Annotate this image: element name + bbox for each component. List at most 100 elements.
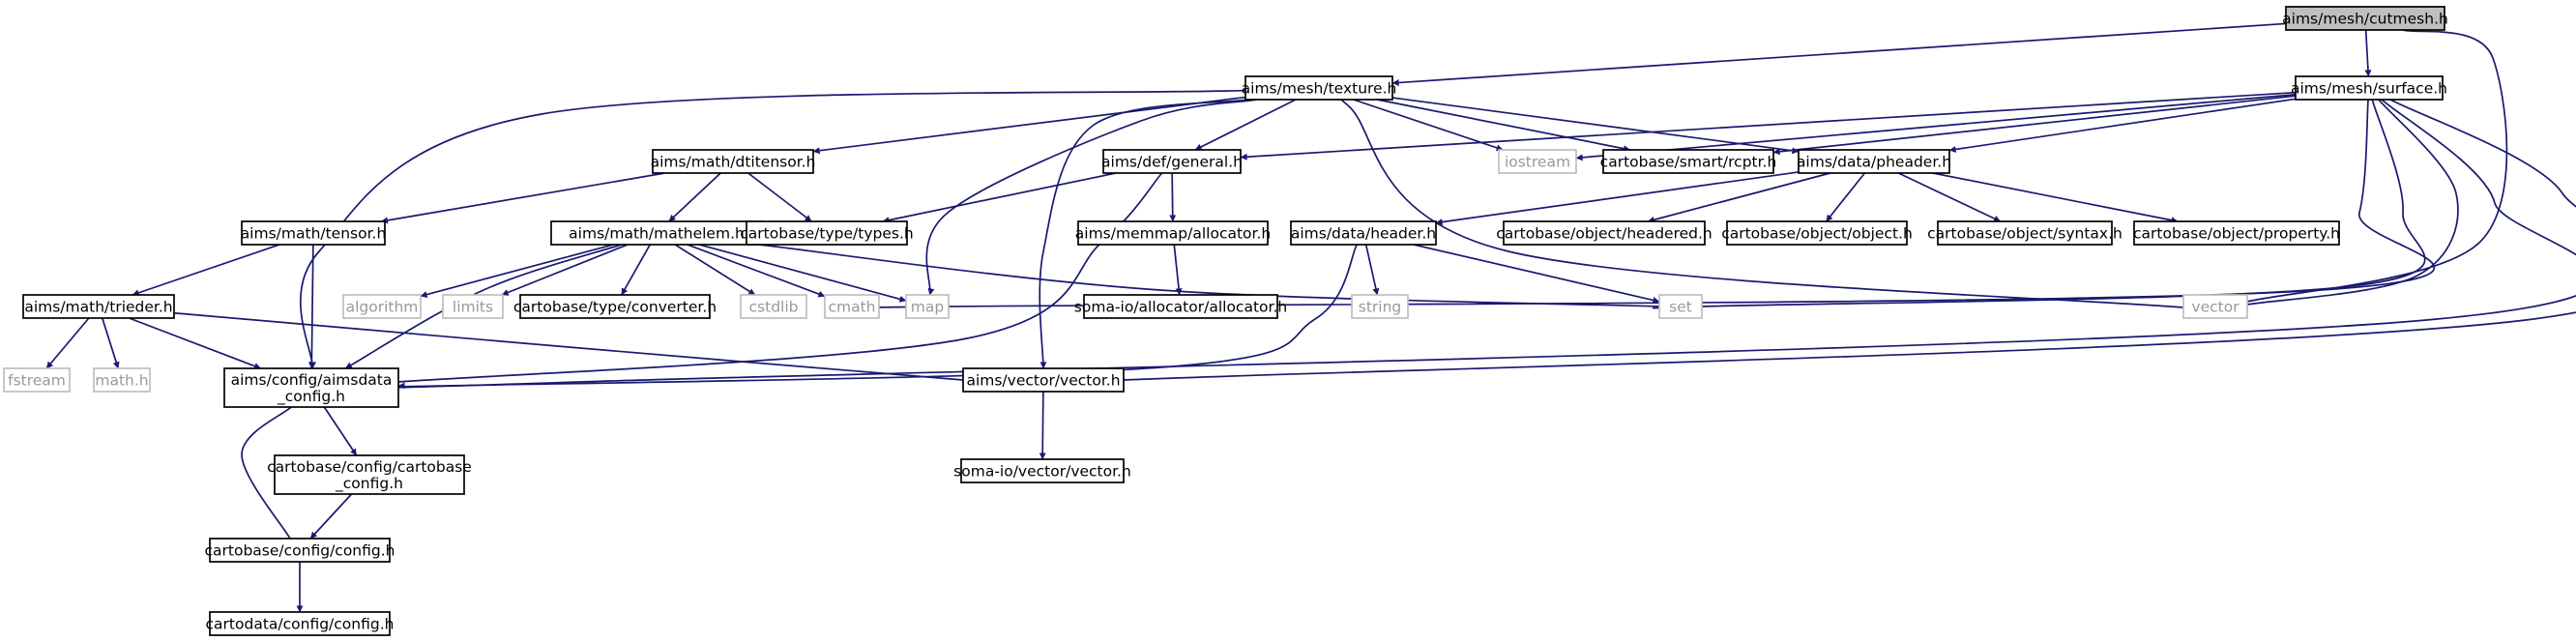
- edge-mathelem-to-map: [698, 244, 907, 303]
- node-box: [2133, 220, 2340, 246]
- node-general[interactable]: aims/def/general.h: [1101, 149, 1243, 174]
- node-box: [2182, 294, 2248, 319]
- node-box: [1290, 220, 1437, 246]
- node-label: aims/mesh/cutmesh.h: [2282, 11, 2448, 28]
- edge-surface-to-iostream: [1575, 93, 2297, 161]
- node-label: cartobase/object/syntax.h: [1927, 225, 2122, 243]
- node-label: aims/math/mathelem.h: [569, 225, 745, 243]
- edge-texture-to-rcptr: [1377, 99, 1631, 153]
- node-label: aims/vector/vector.h: [966, 372, 1120, 390]
- node-tensor[interactable]: aims/math/tensor.h: [241, 220, 387, 246]
- edge-dtitensor-to-tensor: [381, 172, 665, 224]
- node-converter[interactable]: cartobase/type/converter.h: [513, 294, 717, 319]
- edge-mathelem-to-limits: [501, 244, 629, 296]
- node-box: [519, 294, 711, 319]
- node-box: [2295, 75, 2444, 101]
- node-label: limits: [453, 299, 493, 316]
- node-label: string: [1359, 299, 1402, 316]
- node-box: [22, 294, 175, 319]
- node-box: [1077, 220, 1269, 246]
- node-cutmesh[interactable]: aims/mesh/cutmesh.h: [2282, 6, 2448, 31]
- node-allocator[interactable]: aims/memmap/allocator.h: [1075, 220, 1271, 246]
- node-header[interactable]: aims/data/header.h: [1290, 220, 1437, 246]
- node-fstream[interactable]: fstream: [3, 367, 71, 393]
- edge-surface-to-rcptr: [1772, 95, 2297, 156]
- node-label: cstdlib: [749, 299, 799, 316]
- node-box: [960, 458, 1125, 483]
- node-label: cartodata/config/config.h: [206, 616, 395, 633]
- node-box: [962, 367, 1125, 393]
- edge-texture-to-pheader: [1391, 97, 1800, 155]
- node-box: [1602, 149, 1774, 174]
- node-label: soma-io/vector/vector.h: [953, 463, 1131, 481]
- node-headered[interactable]: cartobase/object/headered.h: [1496, 220, 1712, 246]
- node-label: vector: [2191, 299, 2239, 316]
- node-cstdlib[interactable]: cstdlib: [740, 294, 807, 319]
- node-box: [746, 220, 908, 246]
- node-box: [1083, 294, 1278, 319]
- node-mathelem[interactable]: aims/math/mathelem.h: [550, 220, 763, 246]
- node-rcptr[interactable]: cartobase/smart/rcptr.h: [1600, 149, 1777, 174]
- edge-allocator-to-soma_allocator: [1173, 244, 1183, 296]
- edge-general-to-types: [882, 172, 1117, 224]
- node-vector[interactable]: vector: [2182, 294, 2248, 319]
- node-label: aims/mesh/texture.h: [1242, 80, 1397, 98]
- node-mathh[interactable]: math.h: [93, 367, 151, 393]
- node-label: cmath: [828, 299, 875, 316]
- node-surface[interactable]: aims/mesh/surface.h: [2291, 75, 2447, 101]
- node-set[interactable]: set: [1658, 294, 1703, 319]
- node-label: soma-io/allocator/allocator.h: [1074, 299, 1287, 316]
- edge-texture-to-general: [1194, 99, 1297, 151]
- node-cmath[interactable]: cmath: [824, 294, 880, 319]
- node-limits[interactable]: limits: [442, 294, 504, 319]
- node-label: cartobase/type/converter.h: [513, 299, 717, 316]
- node-string[interactable]: string: [1351, 294, 1409, 319]
- node-map[interactable]: map: [905, 294, 950, 319]
- node-label: aims/math/trieder.h: [24, 299, 172, 316]
- node-property[interactable]: cartobase/object/property.h: [2133, 220, 2340, 246]
- edge-header-to-string: [1364, 244, 1380, 296]
- node-aimsdata-config[interactable]: aims/config/aimsdata_config.h: [223, 367, 399, 408]
- node-config[interactable]: cartobase/config/config.h: [205, 538, 395, 563]
- node-cartodata-config[interactable]: cartodata/config/config.h: [206, 611, 395, 636]
- node-texture[interactable]: aims/mesh/texture.h: [1242, 75, 1397, 101]
- node-label: algorithm: [346, 299, 419, 316]
- edge-aimsdata_config-to-cartobase_config: [323, 406, 358, 456]
- node-vector-h[interactable]: aims/vector/vector.h: [962, 367, 1125, 393]
- node-label: cartobase/object/headered.h: [1496, 225, 1712, 243]
- edge-cartobase_config-to-config: [309, 493, 353, 540]
- node-types[interactable]: cartobase/type/types.h: [740, 220, 914, 246]
- node-box: [442, 294, 504, 319]
- node-label: cartobase/object/property.h: [2133, 225, 2340, 243]
- edge-surface-to-pheader: [1948, 98, 2297, 153]
- edge-surface-to-set: [1652, 99, 2426, 310]
- node-box: [93, 367, 151, 393]
- node-pheader[interactable]: aims/data/pheader.h: [1797, 149, 1951, 174]
- node-box: [2285, 6, 2445, 31]
- node-label: _config.h: [277, 388, 345, 406]
- node-box: [1798, 149, 1950, 174]
- node-label: aims/mesh/surface.h: [2291, 80, 2447, 98]
- edge-trieder-to-aimsdata_config: [129, 317, 261, 369]
- edge-header-to-set: [1413, 244, 1660, 304]
- node-trieder[interactable]: aims/math/trieder.h: [22, 294, 175, 319]
- node-syntax[interactable]: cartobase/object/syntax.h: [1927, 220, 2122, 246]
- node-label: math.h: [95, 372, 148, 390]
- node-dtitensor[interactable]: aims/math/dtitensor.h: [651, 149, 816, 174]
- node-label: set: [1669, 299, 1692, 316]
- node-box: [1351, 294, 1409, 319]
- edge-mathelem-to-converter: [621, 244, 651, 296]
- node-soma-vector[interactable]: soma-io/vector/vector.h: [953, 458, 1131, 483]
- node-algorithm[interactable]: algorithm: [342, 294, 422, 319]
- edge-dtitensor-to-types: [747, 172, 812, 222]
- node-label: aims/memmap/allocator.h: [1075, 225, 1271, 243]
- node-cartobase-config[interactable]: cartobase/config/cartobase_config.h: [267, 454, 472, 495]
- edge-pheader-to-object: [1825, 172, 1866, 222]
- edge-trieder-to-fstream: [45, 317, 90, 369]
- node-soma-allocator[interactable]: soma-io/allocator/allocator.h: [1074, 294, 1287, 319]
- node-box: [209, 611, 391, 636]
- node-object[interactable]: cartobase/object/object.h: [1721, 220, 1913, 246]
- node-iostream[interactable]: iostream: [1498, 149, 1577, 174]
- node-label: _config.h: [335, 475, 403, 493]
